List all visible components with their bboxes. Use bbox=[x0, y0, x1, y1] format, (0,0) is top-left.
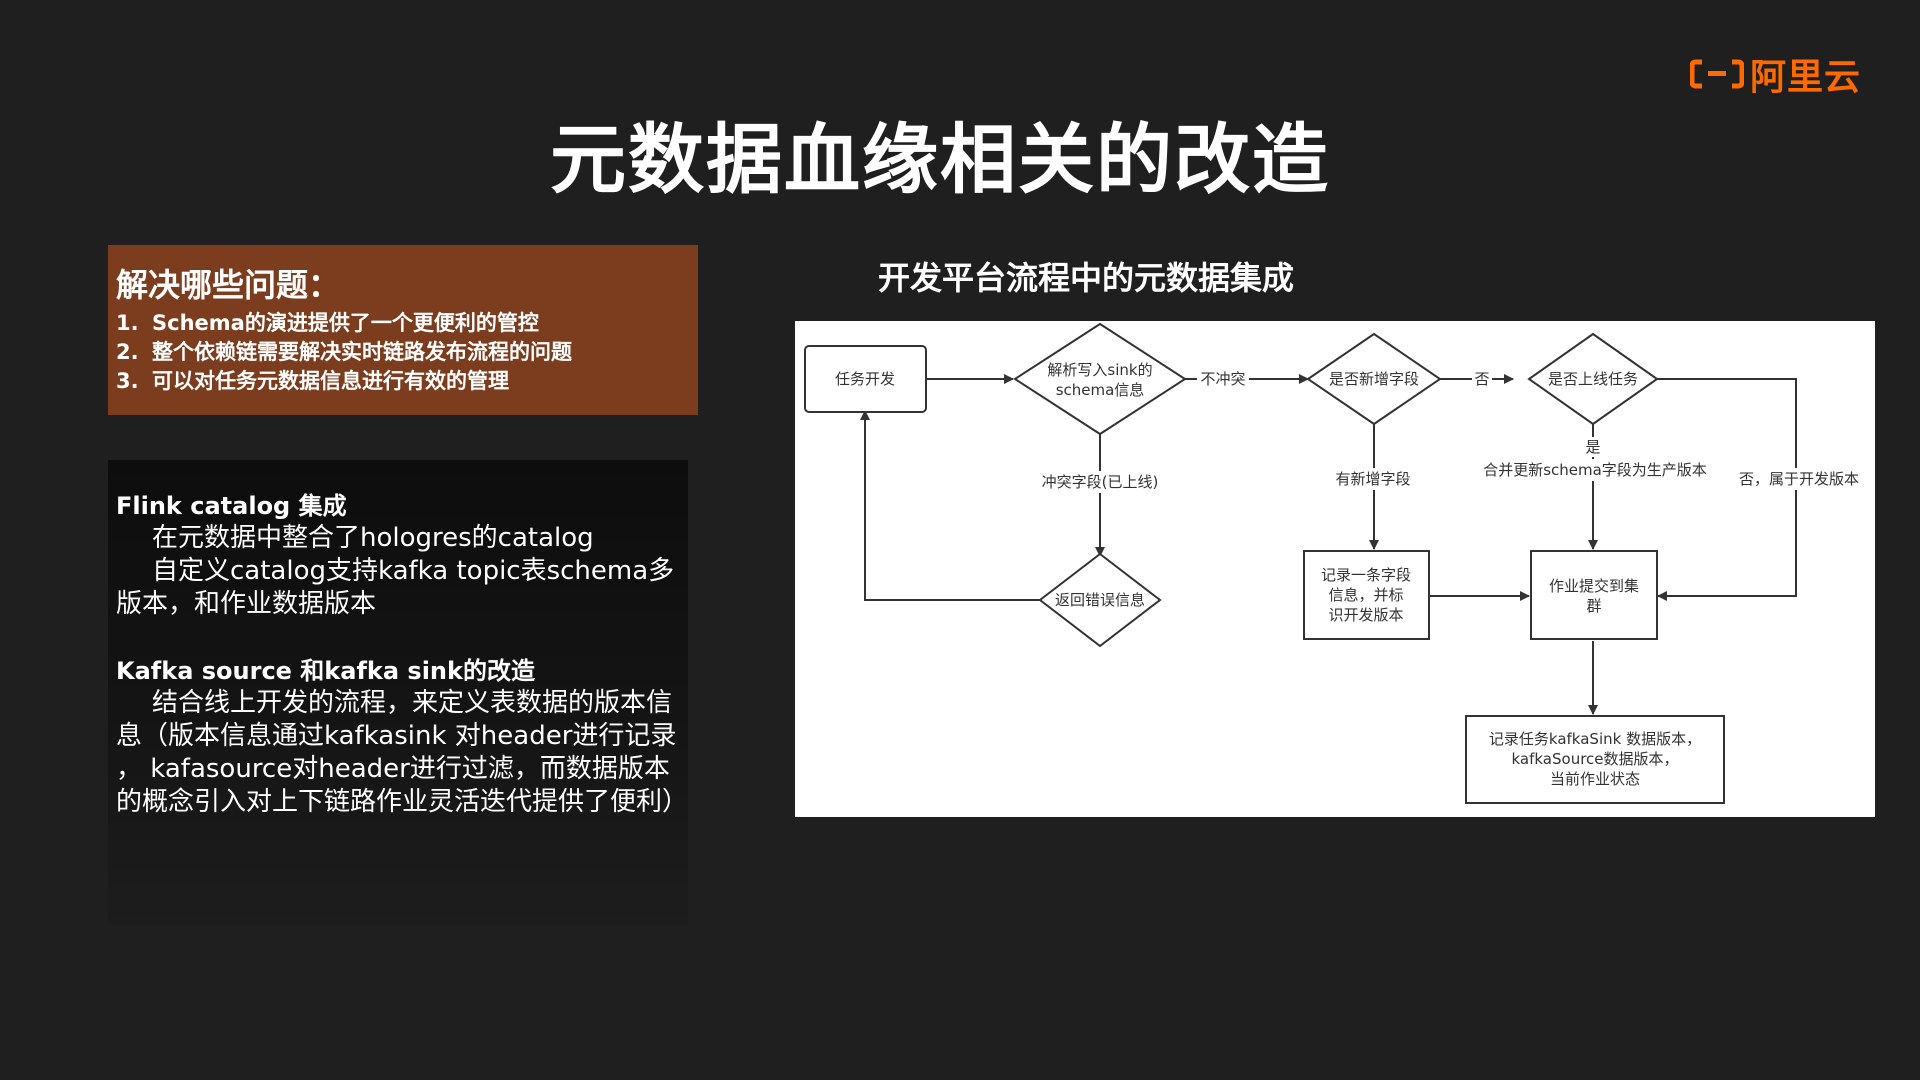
edge-label-no: 否 bbox=[1474, 370, 1489, 388]
node-return-error bbox=[1038, 552, 1162, 648]
problem-item: 3. 可以对任务元数据信息进行有效的管理 bbox=[116, 367, 690, 396]
node-record-field bbox=[1303, 550, 1430, 640]
flink-catalog-line: 在元数据中整合了hologres的catalog bbox=[152, 523, 594, 553]
node-parse-label: 解析写入sink的 bbox=[1047, 361, 1152, 379]
problem-number: 3. bbox=[116, 369, 139, 393]
node-task-dev-label: 任务开发 bbox=[835, 370, 895, 388]
flowchart: 任务开发 解析写入sink的 schema信息 是否新增字段 是否上线任务 返回… bbox=[795, 321, 1875, 817]
kafka-body: 结合线上开发的流程，来定义表数据的版本信息（版本信息通过kafkasink 对h… bbox=[116, 688, 689, 817]
edge-label-no-dev-version: 否，属于开发版本 bbox=[1739, 470, 1859, 488]
problem-heading: 解决哪些问题： bbox=[116, 266, 341, 304]
label-bg bbox=[1730, 468, 1868, 490]
flowchart-svg: 任务开发 解析写入sink的 schema信息 是否新增字段 是否上线任务 返回… bbox=[804, 322, 1868, 804]
flink-catalog-heading: Flink catalog 集成 bbox=[116, 492, 347, 520]
edge-label-no-conflict: 不冲突 bbox=[1200, 370, 1245, 388]
logo-text: 阿里云 bbox=[1750, 57, 1862, 98]
node-submit-label: 群 bbox=[1586, 597, 1601, 615]
node-parse-label: schema信息 bbox=[1056, 381, 1145, 399]
node-new-field bbox=[1306, 332, 1442, 426]
label-bg bbox=[1472, 368, 1492, 390]
label-bg bbox=[1475, 459, 1715, 481]
edge-label-merge-update: 合并更新schema字段为生产版本 bbox=[1483, 461, 1707, 479]
edge-label-conflict: 冲突字段(已上线) bbox=[1042, 473, 1159, 491]
node-return-error-label: 返回错误信息 bbox=[1055, 591, 1145, 609]
feature-panel: Flink catalog 集成 在元数据中整合了hologres的catalo… bbox=[108, 460, 688, 925]
aliyun-logo: 阿里云 bbox=[1690, 52, 1861, 98]
label-bg bbox=[1197, 368, 1249, 390]
problem-item: 2. 整个依赖链需要解决实时链路发布流程的问题 bbox=[116, 338, 690, 367]
problem-text: Schema的演进提供了一个更便利的管控 bbox=[152, 311, 539, 335]
node-final-label: kafkaSource数据版本， bbox=[1511, 750, 1678, 768]
node-record-label: 记录一条字段 bbox=[1321, 566, 1411, 584]
flink-catalog-line: 自定义catalog支持kafka topic表schema多版本，和作业数据版… bbox=[116, 556, 675, 619]
problem-number: 2. bbox=[116, 340, 139, 364]
label-bg bbox=[1327, 468, 1419, 490]
node-parse-schema bbox=[1013, 322, 1187, 436]
problem-box: 解决哪些问题： 1. Schema的演进提供了一个更便利的管控 2. 整个依赖链需要… bbox=[108, 245, 698, 415]
problem-text: 整个依赖链需要解决实时链路发布流程的问题 bbox=[152, 340, 572, 364]
edge-label-yes: 是 bbox=[1585, 438, 1600, 456]
kafka-heading: Kafka source 和kafka sink的改造 bbox=[116, 657, 535, 685]
node-record-label: 信息，并标 bbox=[1328, 586, 1403, 604]
node-record-label: 识开发版本 bbox=[1328, 606, 1403, 624]
node-final-label: 记录任务kafkaSink 数据版本， bbox=[1489, 730, 1701, 748]
aliyun-logo-icon bbox=[1690, 59, 1744, 89]
page-title: 元数据血缘相关的改造 bbox=[550, 115, 1330, 204]
problem-item: 1. Schema的演进提供了一个更便利的管控 bbox=[116, 309, 690, 338]
node-final-record bbox=[1465, 715, 1725, 804]
label-bg bbox=[1581, 437, 1605, 457]
node-submit-cluster bbox=[1530, 550, 1658, 640]
edge-error-to-task bbox=[860, 410, 1040, 601]
node-task-dev bbox=[804, 345, 927, 413]
node-online-task-label: 是否上线任务 bbox=[1548, 370, 1638, 388]
label-bg bbox=[1035, 471, 1165, 493]
node-submit-label: 作业提交到集 bbox=[1549, 577, 1639, 595]
problem-number: 1. bbox=[116, 311, 139, 335]
diagram-title: 开发平台流程中的元数据集成 bbox=[878, 259, 1295, 297]
spacer bbox=[116, 621, 680, 655]
edge-label-has-new-field: 有新增字段 bbox=[1335, 470, 1410, 488]
problem-text: 可以对任务元数据信息进行有效的管理 bbox=[152, 369, 509, 393]
node-online-task bbox=[1527, 332, 1659, 426]
problem-list: 1. Schema的演进提供了一个更便利的管控 2. 整个依赖链需要解决实时链路发布… bbox=[116, 309, 690, 396]
node-new-field-label: 是否新增字段 bbox=[1329, 370, 1419, 388]
node-final-label: 当前作业状态 bbox=[1550, 770, 1640, 788]
